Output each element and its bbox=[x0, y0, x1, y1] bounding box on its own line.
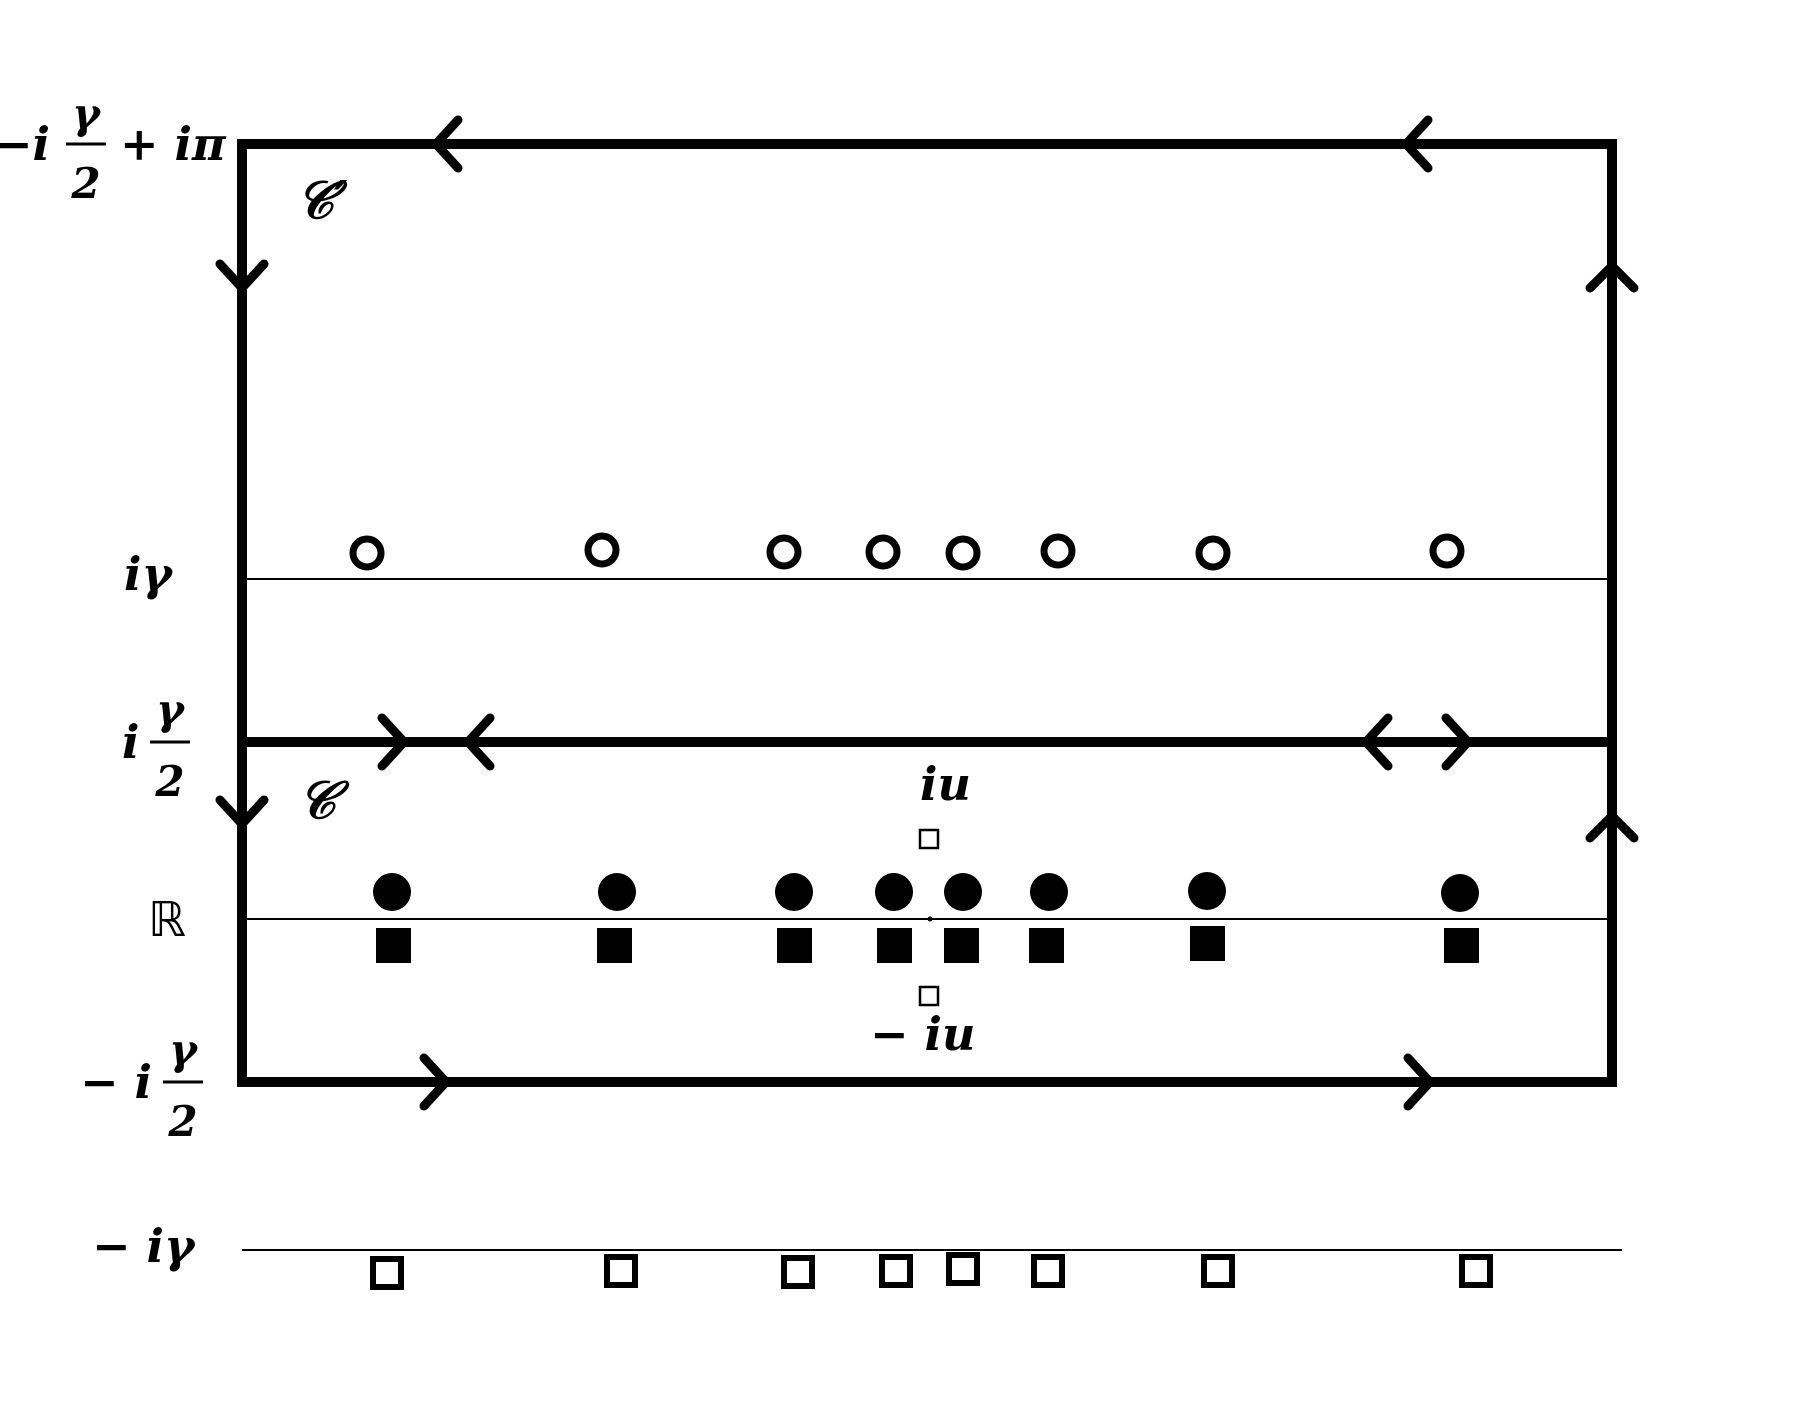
label-contour-c-prime: 𝒞′ bbox=[296, 170, 348, 231]
arrow-mid-right-left bbox=[377, 713, 409, 771]
label-top-den: 2 bbox=[70, 159, 100, 208]
label-point-neg-iu: − iu bbox=[870, 1007, 975, 1061]
contour-upper-c-prime bbox=[237, 139, 1617, 742]
filled-square-marker bbox=[1029, 928, 1064, 963]
point-iu-marker bbox=[918, 828, 940, 850]
filled-squares-row bbox=[376, 926, 1479, 963]
arrow-bottom-right bbox=[1403, 1053, 1435, 1111]
filled-circles-row bbox=[373, 872, 1479, 912]
open-square-marker bbox=[1201, 1254, 1235, 1288]
label-neg-i-half-gamma-num: γ bbox=[169, 1025, 199, 1074]
label-real-axis: ℝ bbox=[148, 892, 186, 948]
open-square-marker bbox=[1031, 1254, 1065, 1288]
open-circle-marker bbox=[766, 534, 802, 570]
open-circle-marker bbox=[584, 532, 620, 568]
arrow-mid-right-right bbox=[1441, 713, 1473, 771]
label-top-num: γ bbox=[72, 89, 102, 138]
open-squares-row bbox=[370, 1252, 1493, 1290]
arrow-mid-left-left bbox=[463, 713, 495, 771]
label-i-gamma: iγ bbox=[124, 547, 174, 601]
arrow-bottom-left bbox=[419, 1053, 451, 1111]
filled-circle-marker bbox=[1441, 874, 1479, 912]
arrow-left-lower bbox=[215, 795, 269, 829]
open-square-marker bbox=[1459, 1254, 1493, 1288]
open-circle-marker bbox=[1429, 533, 1465, 569]
label-i-half-gamma: i γ 2 bbox=[122, 685, 190, 806]
open-circle-marker bbox=[1195, 535, 1231, 571]
filled-square-marker bbox=[1444, 928, 1479, 963]
open-circle-marker bbox=[945, 535, 981, 571]
arrow-top-left bbox=[431, 115, 463, 173]
arrow-left-upper bbox=[215, 259, 269, 293]
arrow-right-lower bbox=[1585, 811, 1639, 843]
label-contour-c: 𝒞 bbox=[298, 770, 350, 831]
open-square-marker bbox=[781, 1255, 815, 1289]
label-neg-i-half-gamma-prefix: − i bbox=[80, 1055, 152, 1109]
filled-square-marker bbox=[877, 928, 912, 963]
filled-square-marker bbox=[777, 928, 812, 963]
label-i-half-gamma-den: 2 bbox=[154, 757, 184, 806]
label-neg-i-half-gamma-den: 2 bbox=[167, 1097, 197, 1146]
open-square-marker bbox=[946, 1252, 980, 1286]
filled-circle-marker bbox=[373, 873, 411, 911]
label-i-half-gamma-prefix: i bbox=[122, 715, 139, 769]
open-circle-marker bbox=[865, 534, 901, 570]
label-neg-i-gamma: − iγ bbox=[92, 1219, 197, 1273]
open-square-marker bbox=[604, 1254, 638, 1288]
filled-circle-marker bbox=[944, 873, 982, 911]
open-square-marker bbox=[879, 1254, 913, 1288]
filled-circle-marker bbox=[598, 873, 636, 911]
open-circle-marker bbox=[1040, 533, 1076, 569]
open-circles-row bbox=[349, 532, 1465, 571]
label-point-iu: iu bbox=[920, 757, 971, 811]
label-neg-i-half-gamma: − i γ 2 bbox=[80, 1025, 203, 1146]
filled-square-marker bbox=[376, 928, 411, 963]
filled-square-marker bbox=[597, 928, 632, 963]
filled-circle-marker bbox=[1188, 872, 1226, 910]
filled-square-marker bbox=[1190, 926, 1225, 961]
label-top-prefix: −i bbox=[0, 117, 50, 171]
origin-dot bbox=[927, 916, 933, 922]
label-i-half-gamma-num: γ bbox=[156, 685, 186, 734]
filled-square-marker bbox=[944, 928, 979, 963]
arrow-right-upper bbox=[1585, 261, 1639, 293]
contour-lower-c bbox=[237, 737, 1617, 1087]
label-top-tail: + iπ bbox=[120, 117, 227, 171]
label-top: −i γ 2 + iπ bbox=[0, 89, 227, 208]
point-neg-iu-marker bbox=[918, 985, 940, 1007]
open-circle-marker bbox=[349, 535, 385, 571]
filled-circle-marker bbox=[875, 873, 913, 911]
open-square-marker bbox=[370, 1256, 404, 1290]
filled-circle-marker bbox=[1030, 873, 1068, 911]
arrow-mid-left-right bbox=[1361, 713, 1393, 771]
arrow-top-right bbox=[1401, 115, 1433, 173]
filled-circle-marker bbox=[775, 873, 813, 911]
